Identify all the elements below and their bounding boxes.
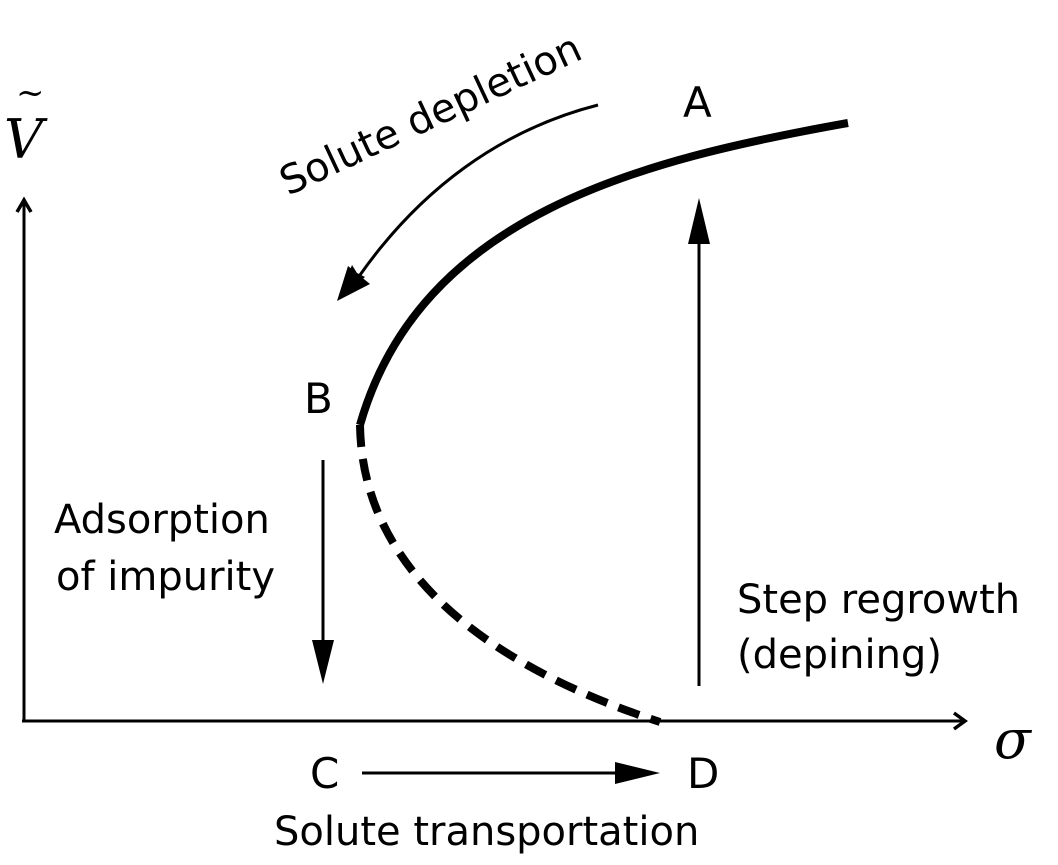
solute-depletion-label: Solute depletion [273,25,589,205]
step-regrowth-label-line1: Step regrowth [737,577,1020,623]
stable-branch-curve [356,119,849,427]
solute-depletion-arrowhead-fill [337,266,370,301]
x-axis-label: σ [994,708,1033,771]
y-axis-label-accent: ~ [16,73,45,113]
step-regrowth-arrowhead [688,198,710,244]
y-axis-label: V [4,108,48,171]
step-regrowth-label-line2: (depining) [737,632,942,678]
point-label-a: A [683,78,712,127]
adsorption-label-line2: of impurity [56,554,275,600]
solute-transportation-arrowhead [615,762,660,784]
solute-transportation-label: Solute transportation [274,809,699,855]
y-axis-arrowhead [15,196,33,213]
unstable-branch-curve [356,424,662,726]
point-label-b: B [304,374,333,423]
solute-depletion-arrow [358,103,599,276]
point-label-c: C [310,749,339,798]
point-label-d: D [687,749,719,798]
adsorption-arrowhead [312,640,334,684]
adsorption-label-line1: Adsorption [54,497,270,543]
x-axis-arrowhead [952,711,968,731]
